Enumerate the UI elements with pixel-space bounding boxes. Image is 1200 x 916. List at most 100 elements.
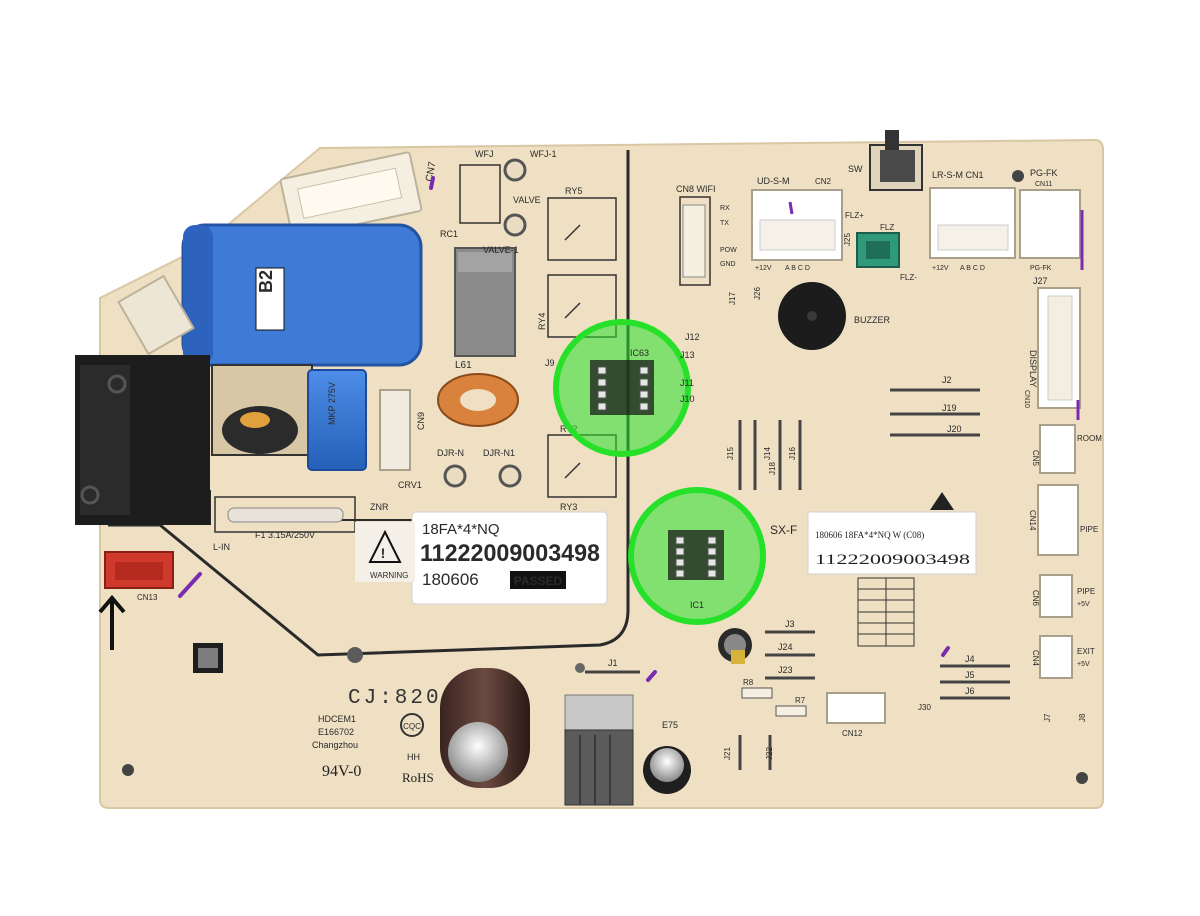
label-buzzer: BUZZER bbox=[854, 315, 891, 325]
label-hh: HH bbox=[407, 752, 420, 762]
svg-text:!: ! bbox=[381, 545, 386, 561]
label-j24: J24 bbox=[778, 642, 793, 652]
label-j15: J15 bbox=[726, 447, 735, 460]
label-j27: J27 bbox=[1033, 276, 1048, 286]
connector-cn7: CN7 bbox=[279, 151, 439, 239]
relay-main bbox=[75, 355, 210, 525]
label-warning: WARNING bbox=[370, 571, 408, 580]
label-sw: SW bbox=[848, 164, 863, 174]
label-tx: TX bbox=[720, 220, 729, 227]
label-r8: R8 bbox=[743, 678, 754, 687]
terminal-djr-n bbox=[443, 464, 467, 488]
label-ic1: IC1 bbox=[690, 600, 704, 610]
connector-lr-s-m: LR-S-M CN1 +12V A B C D bbox=[929, 170, 1016, 272]
sticker-serial: 11222009003498 bbox=[420, 540, 600, 567]
mount-hole bbox=[1076, 772, 1088, 784]
connector-left-top bbox=[117, 274, 195, 356]
label-rx: RX bbox=[720, 205, 730, 212]
mount-hole bbox=[575, 663, 585, 673]
label-pipe: PIPE bbox=[1077, 587, 1095, 596]
connector-pg-fk: PG-FK CN11 PG-FK bbox=[1019, 168, 1084, 272]
label-e75: E75 bbox=[662, 720, 678, 730]
label-j6: J6 bbox=[965, 686, 975, 696]
label-ry5: RY5 bbox=[565, 186, 582, 196]
label-fuse: F1 3.15A/250V bbox=[255, 530, 315, 540]
sticker-date: 180606 bbox=[422, 570, 479, 589]
sticker-passed: PASSED bbox=[514, 574, 563, 588]
label-ry4: RY4 bbox=[537, 313, 547, 330]
jumpers-j14-j18 bbox=[738, 420, 802, 490]
label-r7: R7 bbox=[795, 696, 806, 705]
connector-cn9: CN9 CRV1 bbox=[379, 389, 426, 490]
connector-cn14: CN14 PIPE bbox=[1028, 484, 1098, 556]
label-znr: ZNR bbox=[370, 502, 389, 512]
label-j3: J3 bbox=[785, 619, 795, 629]
label-cn8-wifi: CN8 WIFI bbox=[676, 184, 716, 194]
capacitor-e75: E75 bbox=[643, 720, 691, 794]
label-cn10: CN10 bbox=[1023, 390, 1030, 408]
label-j18: J18 bbox=[768, 462, 777, 475]
sticker-right-serial: 11222009003498 bbox=[815, 552, 970, 568]
label-12v-a: +12V bbox=[755, 265, 772, 272]
connector-flz: FLZ+ FLZ FLZ- J25 bbox=[843, 211, 917, 282]
label-room: ROOM bbox=[1077, 434, 1102, 443]
label-ry3: RY3 bbox=[560, 502, 577, 512]
label-abcd-a: A B C D bbox=[785, 265, 810, 272]
connector-cn8-wifi: CN8 WIFI RX TX POW GND bbox=[676, 184, 737, 286]
label-cn4: CN4 bbox=[1031, 650, 1040, 667]
label-sx-f: SX-F bbox=[770, 523, 797, 537]
resistor-r7 bbox=[775, 705, 807, 717]
label-djr-n: DJR-N bbox=[437, 448, 464, 458]
capacitor-small bbox=[718, 628, 752, 664]
label-cj: CJ:820 bbox=[348, 687, 442, 710]
trace-outline bbox=[108, 150, 630, 657]
label-ud-s-m: UD-S-M bbox=[757, 176, 790, 186]
label-j11: J11 bbox=[680, 378, 694, 388]
sticker-model: 18FA*4*NQ bbox=[422, 521, 500, 538]
label-j2: J2 bbox=[942, 375, 952, 385]
jumpers-j4-j6 bbox=[940, 664, 1010, 700]
connector-ud-s-m: UD-S-M CN2 +12V A B C D bbox=[751, 176, 843, 272]
label-l-in: L-IN bbox=[213, 542, 230, 552]
label-j4: J4 bbox=[965, 654, 975, 664]
sticker-right-model: 180606 18FA*4*NQ W (C08) bbox=[815, 530, 924, 540]
jumpers-j2-j20 bbox=[890, 388, 980, 437]
connector-display: J27 DISPLAY CN10 bbox=[1023, 276, 1081, 420]
label-5v-exit: +5V bbox=[1077, 661, 1090, 668]
label-flz: FLZ bbox=[880, 223, 894, 232]
label-crv1: CRV1 bbox=[398, 480, 422, 490]
fuse-f1: F1 3.15A/250V ZNR L-IN bbox=[213, 496, 389, 552]
label-pow: POW bbox=[720, 247, 737, 254]
jumpers-j21-j22 bbox=[738, 735, 772, 770]
label-cn14: CN14 bbox=[1028, 510, 1037, 531]
label-j19: J19 bbox=[942, 403, 957, 413]
sticker-main: ! WARNING 18FA*4*NQ 11222009003498 18060… bbox=[355, 511, 608, 605]
label-cn12: CN12 bbox=[842, 729, 863, 738]
label-j5: J5 bbox=[965, 670, 975, 680]
label-valve: VALVE bbox=[513, 195, 541, 205]
voltage-regulator bbox=[564, 694, 634, 806]
label-cn9: CN9 bbox=[416, 412, 426, 430]
label-ul: HDCEM1 bbox=[318, 714, 356, 724]
label-changzhou: Changzhou bbox=[312, 740, 358, 750]
label-ic63: IC63 bbox=[630, 348, 649, 358]
label-j1: J1 bbox=[608, 658, 618, 668]
cqc-mark bbox=[400, 713, 424, 737]
label-abcd-b: A B C D bbox=[960, 265, 985, 272]
label-j22: J22 bbox=[765, 747, 774, 760]
sticker-right: 180606 18FA*4*NQ W (C08) 11222009003498 bbox=[807, 511, 977, 575]
label-wfj1: WFJ-1 bbox=[530, 149, 557, 159]
label-j9: J9 bbox=[545, 358, 555, 368]
marker-strokes bbox=[178, 176, 950, 682]
label-j10: J10 bbox=[680, 394, 695, 404]
capacitor-large bbox=[440, 668, 530, 788]
label-j7: J7 bbox=[1043, 713, 1052, 722]
mode-table bbox=[857, 577, 915, 647]
label-flz-plus: FLZ+ bbox=[845, 211, 864, 220]
label-cn5: CN5 bbox=[1031, 450, 1040, 467]
label-cn11: CN11 bbox=[1035, 181, 1052, 188]
label-pipe-side: PIPE bbox=[1080, 525, 1098, 534]
via-hole bbox=[347, 647, 363, 663]
valve-terminals: WFJ WFJ-1 VALVE VALVE-1 bbox=[459, 149, 557, 255]
